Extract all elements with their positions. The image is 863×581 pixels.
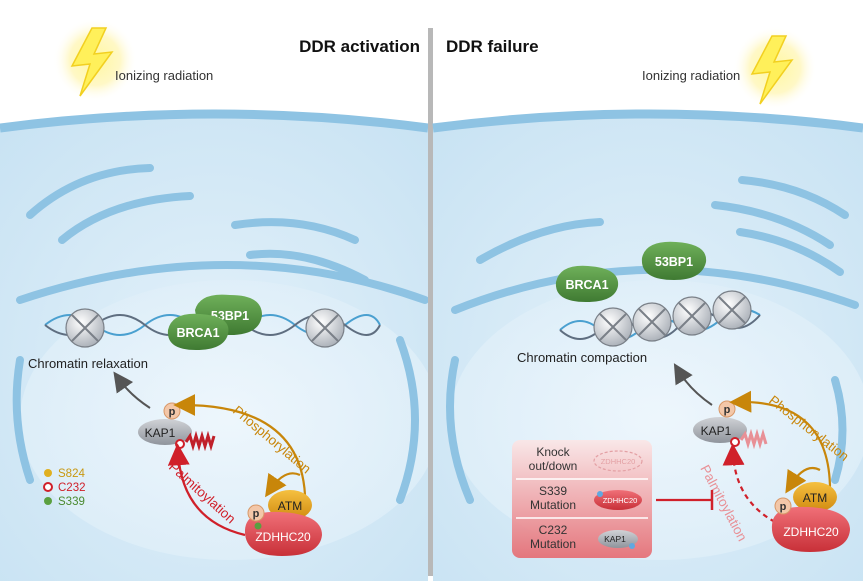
right-panel: Ionizing radiation DDR failure xyxy=(432,26,863,581)
svg-text:p: p xyxy=(169,406,176,418)
svg-text:Mutation: Mutation xyxy=(530,537,576,551)
left-nuclear-envelope xyxy=(16,261,429,304)
left-envelope-left xyxy=(12,356,34,484)
svg-text:S824: S824 xyxy=(58,468,85,480)
right-nucleosome xyxy=(712,290,752,330)
left-legend: S824 C232 S339 xyxy=(43,468,86,508)
right-palmitoylation-arrow xyxy=(722,443,776,523)
svg-text:p: p xyxy=(724,404,731,416)
left-nucleosome xyxy=(65,308,105,348)
right-nuclear-envelope-side xyxy=(446,356,474,504)
svg-text:ZDHHC20: ZDHHC20 xyxy=(255,530,311,544)
svg-text:KAP1: KAP1 xyxy=(701,424,732,438)
left-brca1: BRCA1 xyxy=(167,313,229,350)
svg-text:C232: C232 xyxy=(539,523,568,537)
condition-s339-mutation: S339 Mutation ZDHHC20 xyxy=(530,484,642,512)
svg-text:C232: C232 xyxy=(58,482,86,494)
left-nuclear-envelope-side xyxy=(396,336,419,504)
svg-text:ZDHHC20: ZDHHC20 xyxy=(783,525,839,539)
inhibition-arrow xyxy=(656,490,714,510)
left-er-membranes xyxy=(26,164,369,284)
svg-text:ATM: ATM xyxy=(278,499,302,513)
left-radiation-label: Ionizing radiation xyxy=(115,68,213,83)
right-phosphorylation-arrow xyxy=(729,390,832,491)
condition-knockout: Knock out/down ZDHHC20 xyxy=(529,445,643,473)
svg-text:KAP1: KAP1 xyxy=(604,534,626,544)
svg-text:p: p xyxy=(253,508,260,520)
left-lightning-icon xyxy=(53,18,137,102)
left-panel-title: DDR activation xyxy=(299,37,420,56)
panel-divider xyxy=(428,28,433,576)
left-panel: Ionizing radiation DDR activation xyxy=(0,18,440,581)
right-cell-membrane xyxy=(432,109,863,133)
svg-text:ZDHHC20: ZDHHC20 xyxy=(601,457,636,466)
left-zdhhc20: ZDHHC20 p xyxy=(244,504,322,556)
right-er-membranes xyxy=(476,176,849,276)
right-panel-title: DDR failure xyxy=(446,37,539,56)
left-phosphorylation-arrow xyxy=(173,394,307,496)
right-atm-loop-arrow xyxy=(785,466,821,494)
right-53bp1: 53BP1 xyxy=(641,241,707,280)
svg-text:Knock: Knock xyxy=(536,445,570,459)
left-atm-loop-arrow xyxy=(265,472,301,498)
right-lightning-icon xyxy=(733,26,817,110)
right-radiation-label: Ionizing radiation xyxy=(642,68,740,83)
svg-text:S339: S339 xyxy=(539,484,567,498)
condition-c232-mutation: C232 Mutation KAP1 xyxy=(530,523,638,551)
svg-text:BRCA1: BRCA1 xyxy=(176,326,219,340)
svg-text:53BP1: 53BP1 xyxy=(655,255,693,269)
left-chromatin-label: Chromatin relaxation xyxy=(28,356,148,371)
left-cell-membrane xyxy=(0,109,429,133)
svg-text:p: p xyxy=(780,501,787,513)
right-chromatin-label: Chromatin compaction xyxy=(517,350,647,365)
right-nucleosome xyxy=(632,302,672,342)
svg-text:ATM: ATM xyxy=(803,491,827,505)
right-zdhhc20: ZDHHC20 p xyxy=(771,497,850,552)
svg-text:BRCA1: BRCA1 xyxy=(565,278,608,292)
svg-text:ZDHHC20: ZDHHC20 xyxy=(603,496,638,505)
left-nucleosome xyxy=(305,308,345,348)
right-palmitoyl-chain xyxy=(739,428,768,450)
right-atm: ATM xyxy=(793,482,837,512)
left-chromatin-arrow xyxy=(113,371,151,409)
svg-text:out/down: out/down xyxy=(529,459,578,473)
left-palmitoyl-chain xyxy=(184,430,216,452)
svg-text:S339: S339 xyxy=(58,496,85,508)
svg-text:Mutation: Mutation xyxy=(530,498,576,512)
right-brca1: BRCA1 xyxy=(555,265,619,302)
right-envelope-right xyxy=(831,376,847,484)
left-palmitoylation-arrow xyxy=(167,443,246,537)
conditions-box: Knock out/down ZDHHC20 S339 Mutation ZDH… xyxy=(512,440,652,558)
right-nucleosome xyxy=(593,307,633,347)
right-chromatin-arrow xyxy=(673,363,713,406)
right-nucleosome xyxy=(672,296,712,336)
svg-text:KAP1: KAP1 xyxy=(145,426,176,440)
left-nucleus xyxy=(20,280,440,560)
